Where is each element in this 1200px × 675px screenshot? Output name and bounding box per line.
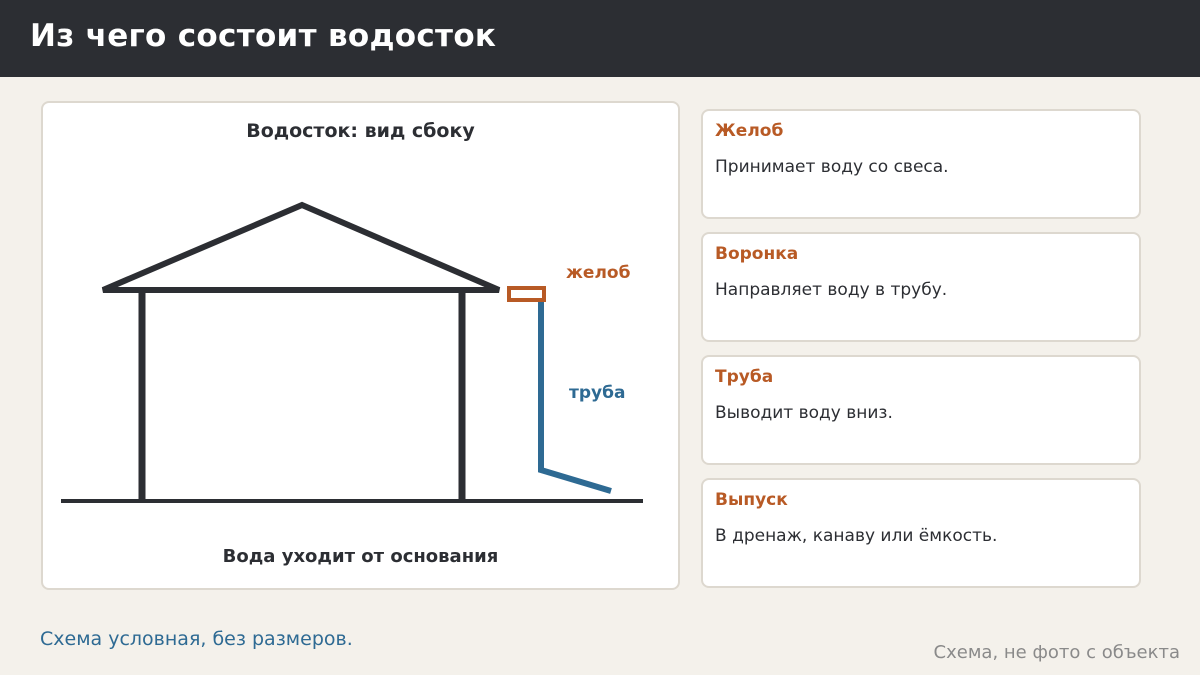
downpipe xyxy=(538,301,612,494)
footnote: Схема условная, без размеров. xyxy=(40,628,353,650)
card-title: Желоб xyxy=(715,121,784,141)
card-text: Выводит воду вниз. xyxy=(715,403,893,423)
card-title: Воронка xyxy=(715,244,799,264)
card-title: Труба xyxy=(715,367,774,387)
gutter-label: желоб xyxy=(566,263,631,283)
watermark: Схема, не фото с объекта xyxy=(933,642,1180,663)
header-bar: Из чего состоит водосток xyxy=(0,0,1200,77)
gutter xyxy=(507,286,546,302)
card-title: Выпуск xyxy=(715,490,788,510)
card-funnel: Воронка Направляет воду в трубу. xyxy=(701,232,1141,342)
card-outlet: Выпуск В дренаж, канаву или ёмкость. xyxy=(701,478,1141,588)
card-pipe: Труба Выводит воду вниз. xyxy=(701,355,1141,465)
house-roof xyxy=(101,201,501,293)
card-text: Направляет воду в трубу. xyxy=(715,280,948,300)
card-gutter: Желоб Принимает воду со свеса. xyxy=(701,109,1141,219)
card-text: В дренаж, канаву или ёмкость. xyxy=(715,526,998,546)
diagram-title: Водосток: вид сбоку xyxy=(246,120,475,142)
diagram-caption: Вода уходит от основания xyxy=(222,546,499,567)
card-text: Принимает воду со свеса. xyxy=(715,157,949,177)
page-title: Из чего состоит водосток xyxy=(30,18,497,54)
diagram-panel: Водосток: вид сбоку желоб труба Вода ухо… xyxy=(41,101,680,590)
pipe-label: труба xyxy=(569,383,625,403)
gutter-diagram: желоб труба xyxy=(61,201,643,503)
